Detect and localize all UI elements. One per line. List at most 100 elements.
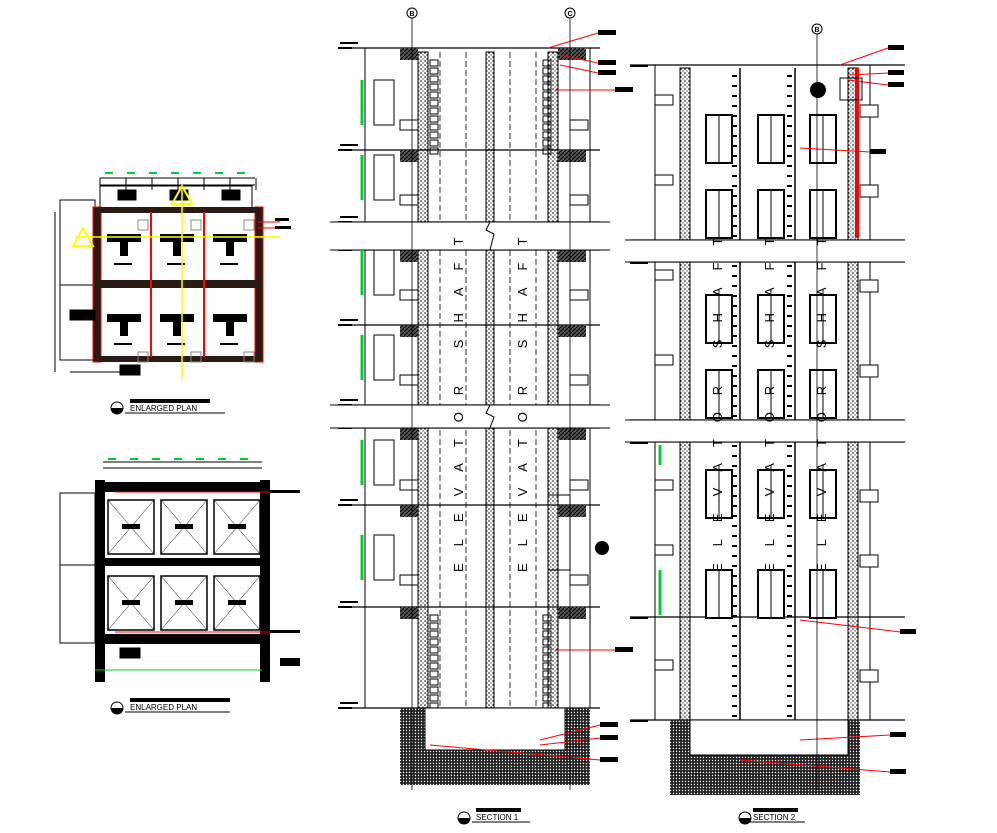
- corner-box: [190, 219, 202, 231]
- ladder-rung: [429, 630, 439, 638]
- rail-bracket: [732, 585, 737, 587]
- dimension-text: [174, 458, 182, 460]
- rail-bracket: [732, 335, 737, 337]
- ladder-rung: [542, 630, 552, 638]
- rail-bracket: [732, 365, 737, 367]
- rail-bracket: [732, 595, 737, 597]
- ladder-rung: [429, 646, 439, 654]
- break-band: [625, 420, 910, 442]
- dimension-text: [215, 172, 223, 174]
- car-beam: [228, 600, 246, 605]
- slab-hatch: [558, 325, 586, 337]
- ladder-rung: [542, 646, 552, 654]
- level-marker: [630, 262, 648, 264]
- car-beam: [213, 234, 247, 242]
- car-beam: [122, 524, 140, 529]
- door: [373, 79, 395, 126]
- break-band: [330, 222, 610, 250]
- section-1-shaft-text-right: ELEVATOR SHAFT: [515, 221, 530, 572]
- rail-bracket: [732, 455, 737, 457]
- ladder-rung: [429, 694, 439, 702]
- wall-top: [98, 207, 258, 213]
- rail-bracket: [787, 625, 792, 627]
- ladder-rung: [429, 107, 439, 115]
- rail-bracket: [787, 485, 792, 487]
- rail-bracket: [787, 95, 792, 97]
- rail-bracket: [787, 445, 792, 447]
- note: [598, 60, 616, 65]
- plan-bottom-title: ENLARGED PLAN: [110, 698, 230, 715]
- svg-text:B: B: [814, 27, 819, 34]
- door: [373, 154, 395, 201]
- rail-bracket: [732, 75, 737, 77]
- rail-bracket: [787, 695, 792, 697]
- rail-bracket: [787, 515, 792, 517]
- rail-bracket: [787, 335, 792, 337]
- rail-bracket: [732, 125, 737, 127]
- leader-line: [559, 64, 599, 74]
- dimension-text: [218, 458, 226, 460]
- ladder-rung: [429, 622, 439, 630]
- rail-bracket: [732, 345, 737, 347]
- rail-bracket: [787, 555, 792, 557]
- rail-bracket: [732, 655, 737, 657]
- rail-bracket: [732, 265, 737, 267]
- section-1-drawing: [330, 30, 633, 785]
- ladder-rung: [542, 67, 552, 75]
- plan-top-title-text: ENLARGED PLAN: [130, 404, 197, 413]
- rail-bracket: [787, 455, 792, 457]
- car-beam: [122, 600, 140, 605]
- tag-icon: [117, 189, 137, 201]
- tag-icon: [859, 364, 879, 378]
- rail-bracket: [732, 405, 737, 407]
- rail-bracket: [787, 475, 792, 477]
- wall-left: [95, 480, 105, 682]
- rail-bracket: [787, 295, 792, 297]
- rail-bracket: [732, 285, 737, 287]
- rail-bracket: [787, 155, 792, 157]
- grid-bubble-c: C: [564, 7, 576, 790]
- rail-bracket: [732, 205, 737, 207]
- car-rail: [226, 322, 234, 336]
- wall-right: [260, 480, 270, 682]
- rail-bracket: [787, 715, 792, 717]
- ladder-rung: [542, 654, 552, 662]
- ladder-rung: [429, 123, 439, 131]
- rail-bracket: [787, 495, 792, 497]
- shaft-wall-left: [679, 67, 691, 721]
- tag-icon: [569, 194, 589, 206]
- ladder-rung: [429, 638, 439, 646]
- tag-icon: [859, 184, 879, 198]
- note: [280, 658, 300, 666]
- rail-bracket: [732, 315, 737, 317]
- rail-bracket: [787, 635, 792, 637]
- car-beam: [175, 524, 193, 529]
- level-text: [340, 499, 358, 501]
- tag-icon: [654, 659, 674, 671]
- note: [598, 70, 616, 75]
- tag-icon: [654, 269, 674, 281]
- corner-box: [190, 351, 202, 363]
- section-1-title-text: SECTION 1: [476, 813, 519, 822]
- rail-bracket: [787, 385, 792, 387]
- slab-hatch: [558, 428, 586, 440]
- rail-bracket: [787, 415, 792, 417]
- tag-icon: [654, 479, 674, 491]
- rail-bracket: [787, 655, 792, 657]
- note: [888, 70, 904, 75]
- rail-bracket: [787, 395, 792, 397]
- section-1-title: SECTION 1: [457, 808, 530, 825]
- slab-hatch: [558, 607, 586, 619]
- tag-icon: [69, 309, 96, 321]
- rail-bracket: [787, 615, 792, 617]
- leader-line: [429, 744, 601, 761]
- side-room: [59, 199, 96, 361]
- rail-bracket: [732, 675, 737, 677]
- red-wall: [855, 68, 859, 238]
- note: [888, 45, 904, 50]
- dimension-text: [108, 458, 116, 460]
- rail-bracket: [732, 545, 737, 547]
- level-text: [340, 144, 358, 146]
- rail-bracket: [787, 585, 792, 587]
- rail-bracket: [732, 85, 737, 87]
